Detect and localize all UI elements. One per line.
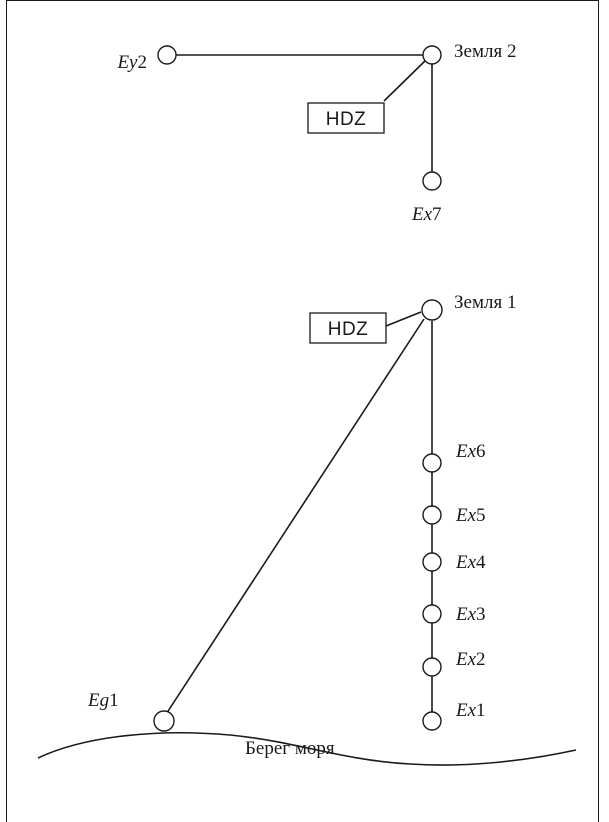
ex6-node [422,453,442,473]
ex1-label: Ex1 [455,700,486,721]
ground1-label: Земля 1 [454,292,516,313]
ground2-label: Земля 2 [454,41,516,62]
ground1-node [421,299,443,321]
hdz-bottom-label: HDZ [328,319,369,340]
ex4-node [422,552,442,572]
hdz-bottom-box [309,312,387,344]
ex5-node [422,505,442,525]
ex2-label: Ex2 [455,649,486,670]
hdz-top-wire [383,59,427,102]
hdz-top-label: HDZ [326,109,367,130]
ex3-node [422,604,442,624]
ex6-label: Ex6 [455,441,486,462]
eg1-wire [156,318,425,729]
ex7-label: Ex7 [411,204,442,225]
ey2-node [157,45,177,65]
eg1-label: Eg1 [87,690,119,711]
figure-frame [6,0,599,822]
ground2-node [422,45,442,65]
ex2-node [422,657,442,677]
shoreline-curve [37,731,577,766]
ey2-label: Ey2 [116,52,147,73]
ex7-node [422,171,442,191]
ex5-label: Ex5 [455,505,486,526]
hdz-top-box [307,102,385,134]
ex1-node [422,711,442,731]
ex3-label: Ex3 [455,604,486,625]
shore-label: Берег моря [245,738,335,759]
eg1-node [153,710,175,732]
ex4-label: Ex4 [455,552,486,573]
hdz-bottom-wire [385,311,422,327]
